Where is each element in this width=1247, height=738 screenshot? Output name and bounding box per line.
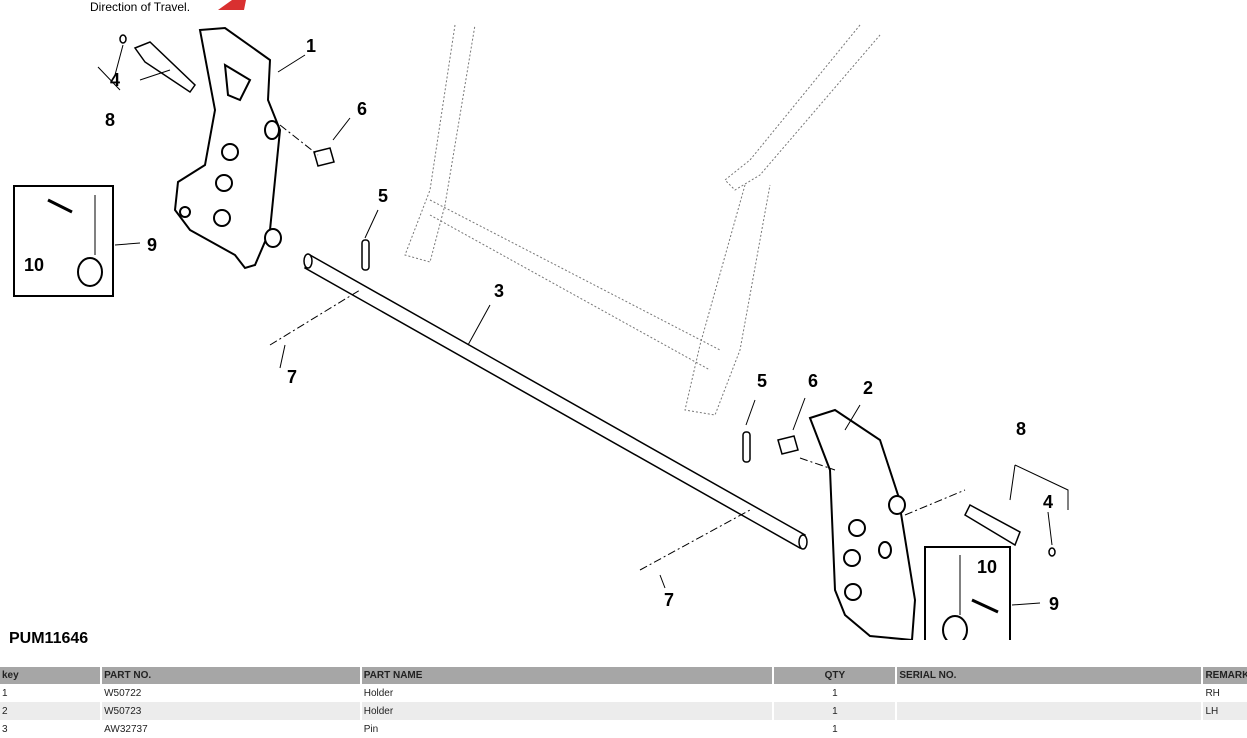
col-part-no: PART NO.	[101, 667, 362, 684]
assembly-lines	[269, 124, 966, 571]
holder-rh-part	[173, 26, 282, 270]
table-header: key PART NO. PART NAME QTY SERIAL NO. RE…	[0, 667, 1247, 684]
col-qty: QTY	[773, 667, 898, 684]
callout-7-left: 7	[287, 367, 297, 387]
callout-6-right: 6	[808, 371, 818, 391]
loader-frame	[404, 24, 881, 416]
cell-part-name: Holder	[360, 702, 775, 720]
col-key: key	[0, 667, 103, 684]
callout-9-left: 9	[147, 235, 157, 255]
cell-qty: 1	[773, 684, 898, 702]
callout-1: 1	[306, 36, 316, 56]
cell-key: 2	[0, 702, 103, 720]
cell-key: 1	[0, 684, 103, 702]
col-remarks: REMARKS	[1202, 667, 1247, 684]
cell-qty: 1	[773, 702, 898, 720]
holder-lh-part	[808, 408, 917, 640]
leader-lines	[97, 44, 1069, 606]
callout-8-right: 8	[1016, 419, 1026, 439]
cell-part-name: Holder	[360, 684, 775, 702]
callout-5-right: 5	[757, 371, 767, 391]
callout-10-left: 10	[24, 255, 44, 275]
cell-qty: 1	[773, 720, 898, 738]
cell-part-no[interactable]: AW32737	[101, 720, 362, 738]
cell-serial	[896, 720, 1204, 738]
callout-4-left: 4	[110, 70, 120, 90]
cell-key: 3	[0, 720, 103, 738]
callout-10-right: 10	[977, 557, 997, 577]
cell-serial	[896, 684, 1204, 702]
snap-ring-right	[1048, 547, 1056, 557]
col-part-name: PART NAME	[360, 667, 775, 684]
snap-ring-left	[119, 34, 127, 44]
callout-5-left: 5	[378, 186, 388, 206]
table-row: 2 W50723 Holder 1 LH	[0, 702, 1247, 720]
pivot-pin-right	[964, 503, 1021, 547]
callout-7-right: 7	[664, 590, 674, 610]
direction-arrow-icon	[218, 0, 246, 10]
cell-serial	[896, 702, 1204, 720]
callout-2: 2	[863, 378, 873, 398]
callout-4-right: 4	[1043, 492, 1053, 512]
nut-left	[313, 147, 335, 167]
cell-part-no[interactable]: W50723	[101, 702, 362, 720]
lynch-pin-inset-left	[13, 185, 114, 297]
direction-of-travel-label: Direction of Travel.	[90, 0, 191, 14]
cell-remarks: RH	[1202, 684, 1247, 702]
cell-remarks	[1202, 720, 1247, 738]
cell-part-name: Pin	[360, 720, 775, 738]
col-serial: SERIAL NO.	[896, 667, 1204, 684]
callout-9-right: 9	[1049, 594, 1059, 614]
pivot-pin-left	[133, 41, 196, 94]
hardware	[119, 34, 1056, 557]
lock-pin-left	[361, 239, 370, 271]
table-row: 3 AW32737 Pin 1	[0, 720, 1247, 738]
lock-pin-right	[742, 431, 751, 463]
parts-table: key PART NO. PART NAME QTY SERIAL NO. RE…	[0, 667, 1247, 738]
shaft-part	[303, 253, 808, 550]
figure-id: PUM11646	[9, 630, 89, 647]
exploded-parts-diagram: 1 2 3 4 4 5 5 6 6 7 7 8 8 9 9 10 10	[13, 0, 1069, 640]
callout-6-left: 6	[357, 99, 367, 119]
table-row: 1 W50722 Holder 1 RH	[0, 684, 1247, 702]
cell-remarks: LH	[1202, 702, 1247, 720]
nut-right	[777, 435, 799, 455]
lynch-pin-inset-right	[924, 546, 1011, 640]
callout-8-left: 8	[105, 110, 115, 130]
callout-3: 3	[494, 281, 504, 301]
cell-part-no[interactable]: W50722	[101, 684, 362, 702]
